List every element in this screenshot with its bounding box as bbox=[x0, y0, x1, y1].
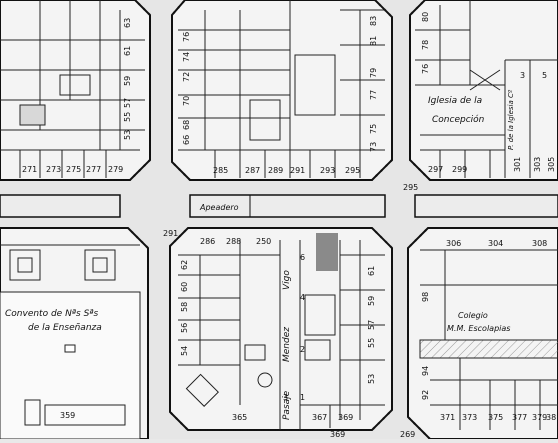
house-number: 288 bbox=[226, 237, 241, 246]
house-number: 381 bbox=[546, 413, 558, 422]
house-number: 79 bbox=[369, 68, 378, 78]
house-number: 58 bbox=[180, 302, 189, 312]
house-number: 55 bbox=[367, 338, 376, 348]
house-number: 295 bbox=[345, 166, 360, 175]
house-number: 375 bbox=[488, 413, 503, 422]
house-number: 57 bbox=[367, 320, 376, 330]
street-pasaje-mendez-vigo: Pasaje Mendez Vigo bbox=[282, 270, 292, 420]
house-number: 98 bbox=[421, 292, 430, 302]
street-apeadero-label: Apeadero bbox=[199, 203, 239, 212]
house-number: 61 bbox=[367, 266, 376, 276]
label-convento-line2: de la Enseñanza bbox=[28, 323, 102, 333]
house-number: 77 bbox=[369, 90, 378, 100]
house-number: 60 bbox=[180, 282, 189, 292]
house-number: 57 bbox=[123, 98, 132, 108]
house-number: 73 bbox=[369, 142, 378, 152]
house-number: 371 bbox=[440, 413, 455, 422]
house-number: 304 bbox=[488, 239, 503, 248]
house-number: 76 bbox=[182, 32, 191, 42]
house-number: 5 bbox=[542, 71, 547, 80]
house-number: 365 bbox=[232, 413, 247, 422]
street-pasaje-label: Pasaje bbox=[282, 390, 292, 420]
house-number: 6 bbox=[300, 253, 305, 262]
house-number: 2 bbox=[300, 345, 305, 354]
street-iglesia-label: P. de la Iglesia Cº bbox=[507, 89, 515, 150]
house-number: 287 bbox=[245, 166, 260, 175]
house-number: 3 bbox=[520, 71, 525, 80]
house-number: 75 bbox=[369, 124, 378, 134]
label-colegio-line2: M.M. Escolapias bbox=[447, 324, 510, 333]
house-number: 74 bbox=[182, 52, 191, 62]
house-number: 62 bbox=[180, 260, 189, 270]
house-number: 369 bbox=[330, 430, 345, 439]
house-number: 289 bbox=[268, 166, 283, 175]
house-number: 1 bbox=[300, 393, 305, 402]
house-number: 56 bbox=[180, 323, 189, 333]
house-number: 303 bbox=[533, 157, 542, 172]
label-colegio-line1: Colegio bbox=[458, 311, 488, 320]
house-number: 250 bbox=[256, 237, 271, 246]
house-number: 94 bbox=[421, 366, 430, 376]
house-number: 76 bbox=[421, 64, 430, 74]
label-iglesia-line2: Concepción bbox=[432, 114, 485, 125]
house-number: 271 bbox=[22, 165, 37, 174]
house-number: 54 bbox=[180, 346, 189, 356]
house-number: 72 bbox=[182, 72, 191, 82]
house-number: 369 bbox=[338, 413, 353, 422]
block-bottom-left: Convento de Nªs Sªs de la Enseñanza 359 bbox=[0, 227, 149, 440]
house-number: 291 bbox=[163, 229, 178, 238]
block-top-middle: 76 74 72 70 68 66 285 287 289 291 293 29… bbox=[171, 0, 393, 181]
house-number: 301 bbox=[513, 157, 522, 172]
highlighted-parcel bbox=[316, 233, 338, 271]
house-number: 285 bbox=[213, 166, 228, 175]
house-number: 53 bbox=[123, 130, 132, 140]
house-number: 80 bbox=[421, 12, 430, 22]
house-number: 308 bbox=[532, 239, 547, 248]
house-number: 59 bbox=[367, 296, 376, 306]
block-top-right: 80 78 76 3 5 297 299 301 303 305 Iglesia… bbox=[409, 0, 558, 181]
house-number: 306 bbox=[446, 239, 461, 248]
house-number: 59 bbox=[123, 76, 132, 86]
house-number: 78 bbox=[421, 40, 430, 50]
house-number: 277 bbox=[86, 165, 101, 174]
house-number: 291 bbox=[290, 166, 305, 175]
house-number: 4 bbox=[300, 293, 305, 302]
house-number: 286 bbox=[200, 237, 215, 246]
street-vigo-label: Vigo bbox=[282, 270, 292, 290]
house-number: 275 bbox=[66, 165, 81, 174]
house-number: 305 bbox=[547, 157, 556, 172]
house-number: 269 bbox=[400, 430, 415, 439]
block-top-left: 271 273 275 277 279 63 61 59 57 55 53 bbox=[0, 0, 151, 181]
label-convento-line1: Convento de Nªs Sªs bbox=[5, 309, 99, 319]
house-number: 55 bbox=[123, 112, 132, 122]
block-bottom-middle: 286 288 250 62 60 58 56 54 61 59 57 55 5… bbox=[169, 227, 393, 431]
house-number: 83 bbox=[369, 16, 378, 26]
house-number: 3 bbox=[283, 393, 288, 402]
house-number: 273 bbox=[46, 165, 61, 174]
house-number: 367 bbox=[312, 413, 327, 422]
house-number: 70 bbox=[182, 96, 191, 106]
label-iglesia-line1: Iglesia de la bbox=[428, 96, 482, 106]
house-number: 373 bbox=[462, 413, 477, 422]
house-number: 63 bbox=[123, 18, 132, 28]
house-number: 61 bbox=[123, 46, 132, 56]
house-number: 81 bbox=[369, 36, 378, 46]
house-number: 279 bbox=[108, 165, 123, 174]
block-bottom-right: 306 304 308 98 94 92 371 373 375 377 379… bbox=[407, 227, 558, 440]
street-mendez-label: Mendez bbox=[282, 327, 292, 362]
house-number: 66 bbox=[182, 135, 191, 145]
house-number: 293 bbox=[320, 166, 335, 175]
house-number: 299 bbox=[452, 165, 467, 174]
house-number: 377 bbox=[512, 413, 527, 422]
house-number: 68 bbox=[182, 120, 191, 130]
house-number: 92 bbox=[421, 390, 430, 400]
house-number: 295 bbox=[403, 183, 418, 192]
street-median-top: Apeadero bbox=[0, 194, 558, 218]
house-number: 297 bbox=[428, 165, 443, 174]
house-number: 359 bbox=[60, 411, 75, 420]
house-number: 53 bbox=[367, 374, 376, 384]
house-number: 379 bbox=[532, 413, 547, 422]
